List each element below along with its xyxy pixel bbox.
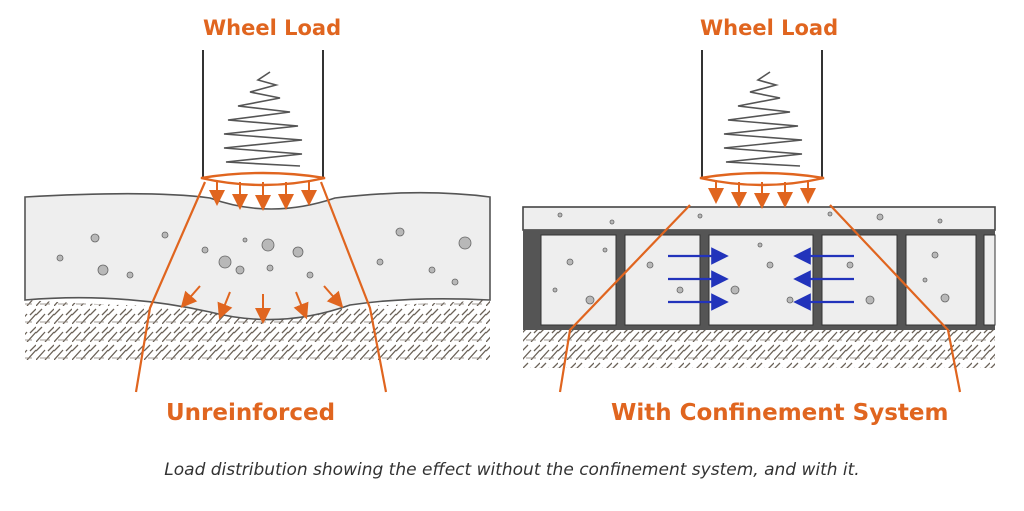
right-panel-diagram: [522, 50, 996, 393]
left-spread-arrows: [180, 285, 344, 324]
left-subgrade-soil: [25, 300, 490, 360]
right-top-aggregate-layer: [522, 206, 996, 231]
right-panel-title: With Confinement System: [611, 400, 949, 426]
confinement-arrows: [668, 247, 854, 311]
left-aggregate-layer: [24, 191, 491, 321]
left-panel-diagram: [24, 50, 491, 393]
right-subgrade-soil: [523, 330, 995, 368]
right-load-arrows: [708, 180, 816, 209]
left-wheel-load-label: Wheel Load: [203, 16, 342, 40]
figure-caption: Load distribution showing the effect wit…: [164, 460, 860, 480]
left-spring-icon: [223, 71, 303, 167]
left-load-arrows: [209, 180, 317, 211]
right-load-distribution-lines: [558, 204, 962, 393]
right-wheel-column: [699, 50, 825, 187]
right-aggregate-stones: [552, 211, 950, 305]
left-load-distribution-lines: [134, 181, 388, 393]
left-wheel-column: [200, 50, 326, 187]
left-aggregate-stones: [56, 227, 472, 286]
left-panel-title: Unreinforced: [166, 400, 336, 426]
right-wheel-load-label: Wheel Load: [700, 16, 839, 40]
right-spring-icon: [723, 71, 803, 167]
